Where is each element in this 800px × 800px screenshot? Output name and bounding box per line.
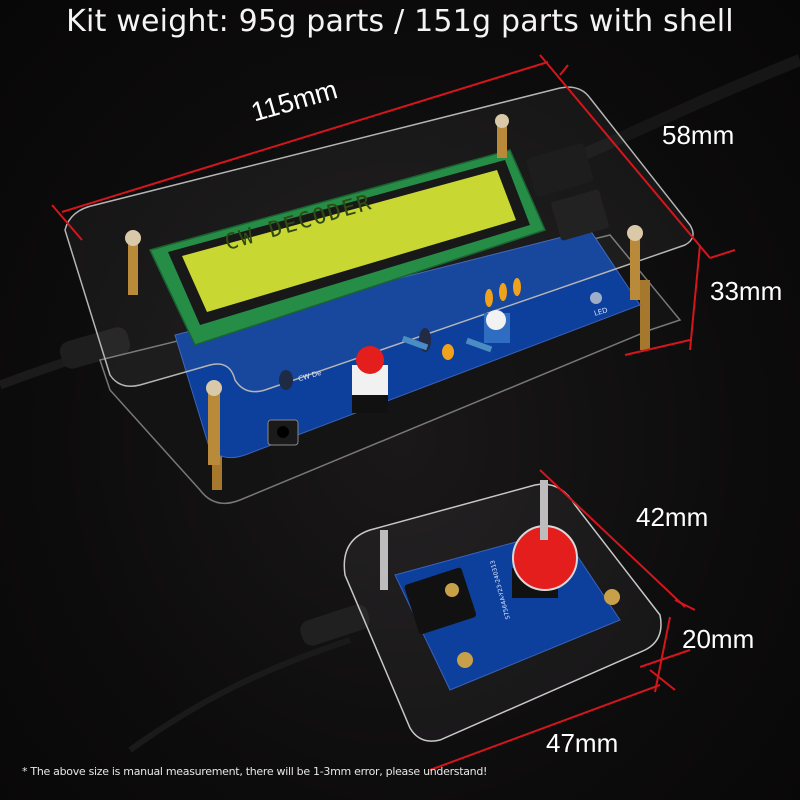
lcd-screen: [182, 170, 516, 312]
pcb-components: [267, 278, 602, 446]
dimension-length-key: 47mm: [546, 728, 619, 758]
cable-top-right: [557, 54, 800, 171]
standoff-screws: [125, 114, 643, 465]
dimension-width-key: 42mm: [636, 502, 709, 532]
dimension-lines: [51, 54, 736, 771]
key-unit-illustration: [343, 480, 662, 742]
main-red-button: [356, 346, 384, 374]
dimension-width-main: 58mm: [662, 120, 735, 150]
measurement-disclaimer: * The above size is manual measurement, …: [22, 765, 488, 778]
kit-weight-heading: Kit weight: 95g parts / 151g parts with …: [66, 4, 734, 39]
cable-key: [128, 637, 351, 753]
dimension-height-main: 33mm: [710, 276, 783, 306]
dimension-height-key: 20mm: [682, 624, 755, 654]
